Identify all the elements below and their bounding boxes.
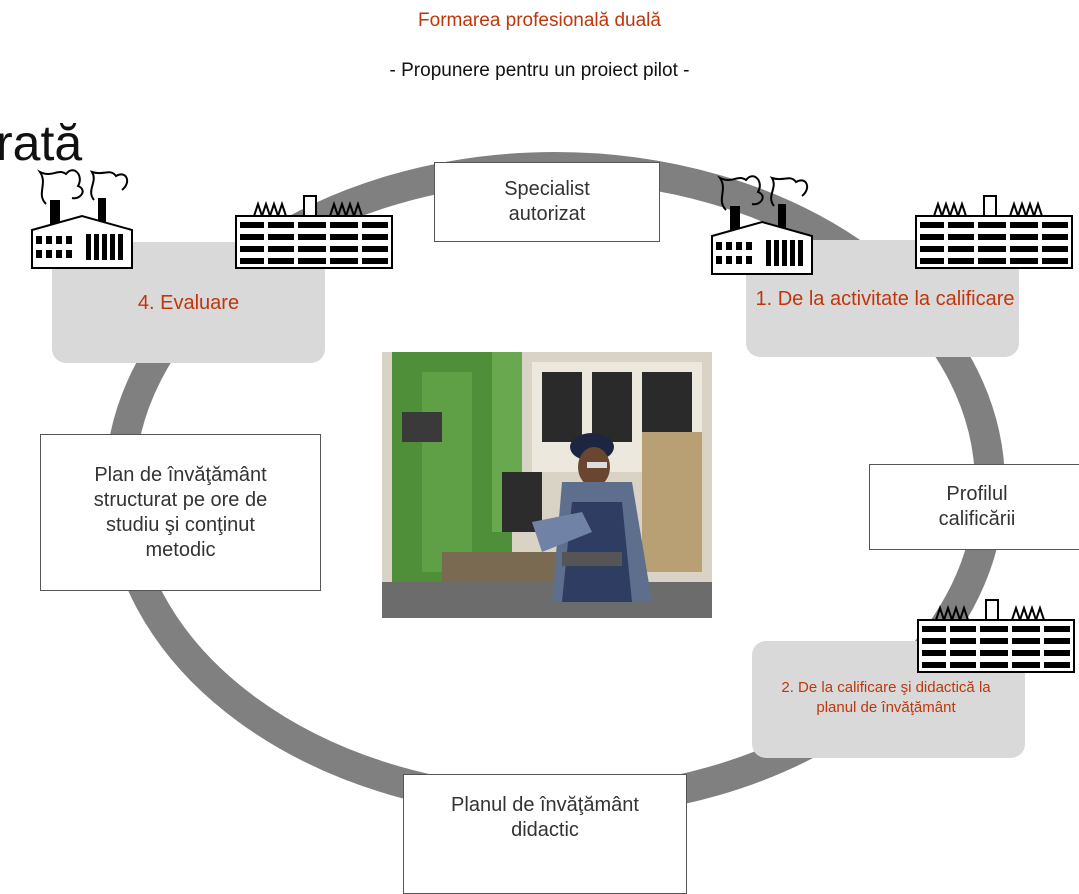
page-title: Formarea profesională duală [418, 10, 661, 31]
stage-2-label-line2: planul de învăţământ [816, 698, 956, 716]
stage-2-label-line1: 2. De la calificare şi didactică la [781, 679, 991, 696]
stage-1-label: 1. De la activitate la calificare [755, 288, 1015, 310]
qualification-profile-box: Profilul calificării [869, 464, 1079, 550]
didactic-plan-line1: Planul de învăţământ [451, 794, 639, 816]
slide-title-fragment: rată [0, 115, 83, 171]
factory-building-icon [915, 195, 1073, 269]
structured-plan-line4: metodic [145, 538, 216, 561]
structured-plan-line1: Plan de învăţământ [94, 463, 267, 486]
factory-smoke-icon [31, 169, 133, 269]
factory-building-icon [235, 195, 393, 269]
profile-line2: calificării [938, 508, 1016, 530]
specialist-box: Specialist autorizat [434, 162, 660, 242]
profile-line1: Profilul [946, 483, 1008, 505]
workshop-photo [382, 352, 712, 618]
page-subtitle: - Propunere pentru un proiect pilot - [389, 60, 690, 81]
stage-2-label: 2. De la calificare şi didactică la plan… [726, 678, 1046, 717]
structured-plan-box: Plan de învăţământ structurat pe ore de … [40, 434, 321, 591]
specialist-line2: autorizat [508, 203, 586, 225]
structured-plan-line2: structurat pe ore de [93, 488, 268, 511]
stage-4-label: 4. Evaluare [137, 292, 240, 314]
factory-building-icon [917, 599, 1075, 673]
factory-smoke-icon [711, 175, 813, 275]
didactic-plan-box: Planul de învăţământ didactic [403, 774, 687, 894]
structured-plan-line3: studiu şi conţinut [106, 513, 255, 536]
specialist-line1: Specialist [504, 178, 590, 200]
didactic-plan-line2: didactic [511, 819, 579, 841]
